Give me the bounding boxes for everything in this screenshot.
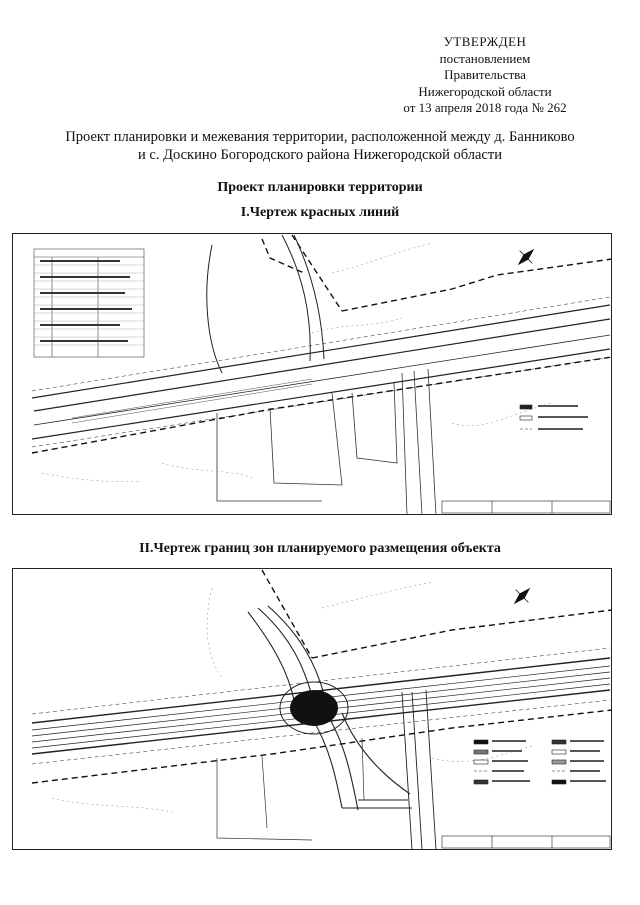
zone-boundary <box>31 569 612 784</box>
highway-corridor <box>31 296 611 448</box>
document-title-line-1: Проект планировки и межевания территории… <box>65 129 575 145</box>
north-arrow-icon <box>517 248 535 266</box>
document-title: Проект планировки и межевания территории… <box>40 128 600 164</box>
approval-line-1: постановлением Правительства <box>439 50 531 83</box>
parcels <box>216 368 437 515</box>
title-block <box>441 835 611 849</box>
document-title-line-2: и с. Доскино Богородского района Нижегор… <box>138 147 502 163</box>
legend <box>473 739 606 785</box>
drawing-2-title: II.Чертеж границ зон планируемого размещ… <box>139 541 501 556</box>
legend <box>519 404 588 430</box>
title-block <box>441 500 611 514</box>
drawing-red-lines <box>12 233 612 515</box>
drawing-placement-zones <box>12 568 612 850</box>
red-line-boundary <box>31 234 612 454</box>
parcels <box>216 737 365 841</box>
intersection-ramps <box>247 605 412 811</box>
side-road <box>206 234 325 374</box>
north-arrow-icon <box>513 587 531 605</box>
approval-heading: УТВЕРЖДЕН <box>443 34 527 49</box>
drawing-1-title: I.Чертеж красных линий <box>240 205 400 220</box>
approval-line-3: от 13 апреля 2018 года № 262 <box>403 100 567 115</box>
highway-corridor <box>31 647 611 765</box>
section-title: Проект планировки территории <box>217 180 423 195</box>
approval-line-2: Нижегородской области <box>418 83 552 99</box>
side-road <box>401 689 437 850</box>
terrain-lines <box>51 581 533 813</box>
approval-stamp: УТВЕРЖДЕН постановлением Правительства Н… <box>400 34 570 117</box>
coordinate-table <box>33 248 145 358</box>
roundabout <box>290 690 338 726</box>
